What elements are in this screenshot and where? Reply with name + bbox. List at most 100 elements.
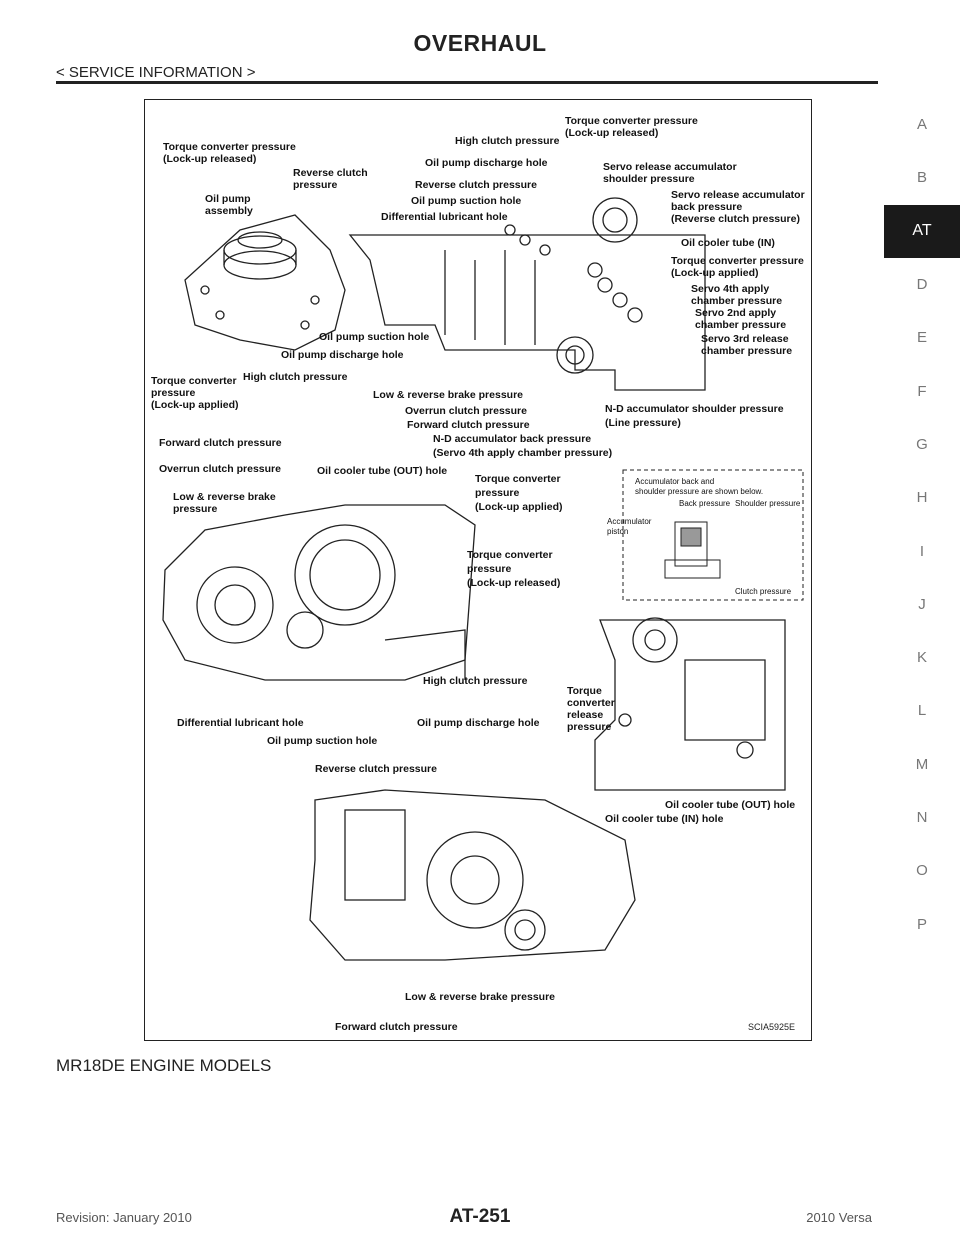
label-servo-4th: Servo 4th apply [691,283,769,295]
label-oil-pump: Oil pump [205,193,251,205]
side-index-g[interactable]: G [916,435,928,453]
label-servo-release-shoulder-2: shoulder pressure [603,173,695,185]
label-right-tc-release: Torque [567,685,602,697]
label-servo-release-back: Servo release accumulator [671,189,805,201]
side-index-m[interactable]: M [915,755,929,773]
side-case-drawing [594,617,786,791]
label-right-tc-release-3: release [567,709,603,721]
label-inset-piston-2: piston [607,527,628,536]
transmission-figure: Torque converter pressure (Lock-up relea… [144,99,812,1041]
label-mid-oil-cooler-out: Oil cooler tube (OUT) hole [317,465,447,477]
middle-labels: Forward clutch pressure Overrun clutch p… [159,437,563,775]
label-nd-back: N-D accumulator back pressure [433,433,591,445]
label-tc-top-right: Torque converter pressure [565,115,698,127]
section-subtitle: < SERVICE INFORMATION > [56,64,256,81]
label-reverse-clutch: Reverse clutch [293,167,368,179]
label-overrun-clutch: Overrun clutch pressure [405,405,527,417]
side-index-n[interactable]: N [916,809,928,826]
label-bottom-low-reverse: Low & reverse brake pressure [405,991,555,1003]
valve-body-drawing [348,197,706,391]
label-mid-forward-clutch: Forward clutch pressure [159,437,282,449]
side-index-at-active[interactable]: AT [884,204,960,258]
section-heading: MR18DE ENGINE MODELS [56,1056,272,1075]
side-index-l[interactable]: L [917,702,927,720]
label-reverse-clutch-2: pressure [293,179,338,191]
transaxle-case-drawing [309,789,636,961]
label-oil-pump-suction-top: Oil pump suction hole [411,195,521,207]
label-oil-cooler-in: Oil cooler tube (IN) [681,237,775,249]
side-index-h[interactable]: H [916,489,928,507]
side-index-tabs: A B AT D E F G H I J K L M N O P [884,98,960,951]
side-index-e[interactable]: E [916,329,927,347]
side-index-d[interactable]: D [916,276,928,294]
label-mid-oil-pump-suction: Oil pump suction hole [267,735,377,747]
label-low-reverse-brake: Low & reverse brake pressure [373,389,523,401]
label-mid-low-reverse-2: pressure [173,503,218,515]
label-mid-tc-applied-2: pressure [475,487,520,499]
side-index-b[interactable]: B [916,169,927,187]
label-oil-pump-discharge-top: Oil pump discharge hole [425,157,548,169]
label-tc-applied-left: Torque converter [151,375,237,387]
label-servo-4th-2: chamber pressure [691,295,782,307]
label-servo-release-shoulder: Servo release accumulator [603,161,737,173]
oil-pump-assembly-drawing [184,214,346,351]
footer-revision: Revision: January 2010 [56,1210,192,1225]
label-mid-high-clutch: High clutch pressure [423,675,528,687]
label-nd-shoulder: N-D accumulator shoulder pressure [605,403,784,415]
label-servo-3rd-2: chamber pressure [701,345,792,357]
label-servo-release-back-3: (Reverse clutch pressure) [671,213,800,225]
label-right-oil-cooler-out: Oil cooler tube (OUT) hole [665,799,795,811]
converter-housing-drawing [162,504,476,681]
label-servo-2nd: Servo 2nd apply [695,307,776,319]
side-index-f[interactable]: F [917,382,927,400]
footer-model: 2010 Versa [806,1210,872,1225]
figure-drawing: Torque converter pressure (Lock-up relea… [151,115,805,1033]
side-index-p[interactable]: P [916,915,927,933]
label-mid-low-reverse: Low & reverse brake [173,491,276,503]
label-right-tc-release-4: pressure [567,721,612,733]
label-high-clutch-top: High clutch pressure [455,135,560,147]
label-nd-shoulder-2: (Line pressure) [605,417,681,429]
label-tc-applied-right: Torque converter pressure [671,255,804,267]
side-index-o[interactable]: O [916,862,928,880]
side-index-j[interactable]: J [918,595,926,613]
label-servo-release-back-2: back pressure [671,201,742,213]
label-inset-shoulder: Shoulder pressure [735,499,801,508]
bottom-labels: Low & reverse brake pressure Forward clu… [335,991,555,1033]
label-oil-pump-discharge-hole: Oil pump discharge hole [281,349,404,361]
label-tc-released-2: (Lock-up released) [163,153,256,165]
label-mid-tc-released-2: pressure [467,563,512,575]
label-mid-oil-pump-discharge: Oil pump discharge hole [417,717,540,729]
label-mid-tc-released-3: (Lock-up released) [467,577,560,589]
label-tc-top-right-2: (Lock-up released) [565,127,658,139]
footer-page-number: AT-251 [449,1206,511,1227]
label-tc-applied-left-2: pressure [151,387,196,399]
label-mid-overrun-clutch: Overrun clutch pressure [159,463,281,475]
label-right-oil-cooler-in: Oil cooler tube (IN) hole [605,813,724,825]
label-forward-clutch: Forward clutch pressure [407,419,530,431]
label-servo-2nd-2: chamber pressure [695,319,786,331]
label-inset-clutch: Clutch pressure [735,587,792,596]
label-mid-diff-lub: Differential lubricant hole [177,717,304,729]
label-diff-lub-top: Differential lubricant hole [381,211,508,223]
label-mid-tc-applied: Torque converter [475,473,561,485]
label-oil-pump-suction-hole: Oil pump suction hole [319,331,429,343]
label-high-clutch-left: High clutch pressure [243,371,348,383]
label-tc-applied-left-3: (Lock-up applied) [151,399,239,411]
label-inset-back: Back pressure [679,499,731,508]
label-mid-tc-released: Torque converter [467,549,553,561]
label-mid-tc-applied-3: (Lock-up applied) [475,501,563,513]
label-reverse-clutch-top: Reverse clutch pressure [415,179,537,191]
side-index-i[interactable]: I [919,542,925,560]
label-bottom-forward-clutch: Forward clutch pressure [335,1021,458,1033]
side-index-a[interactable]: A [916,116,927,134]
label-servo-3rd: Servo 3rd release [701,333,789,345]
inset-labels: Accumulator back and shoulder pressure a… [607,477,801,596]
side-index-k[interactable]: K [916,649,927,667]
accumulator-inset [622,469,804,601]
top-labels: Torque converter pressure (Lock-up relea… [151,115,805,459]
right-labels: Torque converter release pressure Oil co… [567,685,795,825]
label-inset-piston: Accumulator [607,517,652,526]
label-nd-back-2: (Servo 4th apply chamber pressure) [433,447,612,459]
label-tc-released: Torque converter pressure [163,141,296,153]
